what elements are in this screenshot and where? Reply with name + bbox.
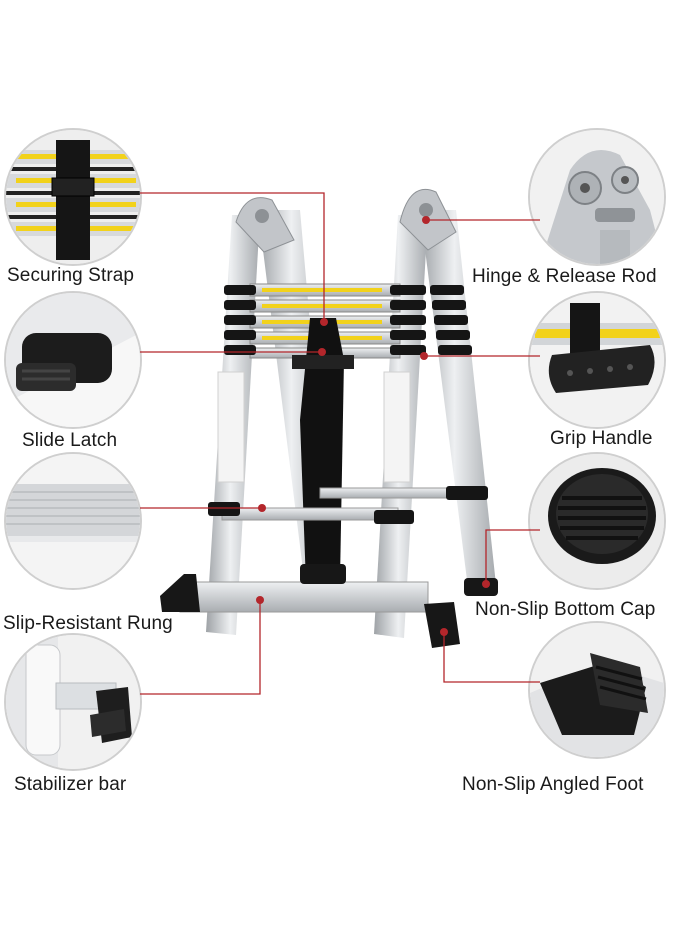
strap-buckle [292, 355, 354, 369]
grip-handle-detail-image [528, 291, 666, 429]
hinge-release-rod-label: Hinge & Release Rod [472, 266, 657, 287]
slip-resistant-rung [221, 507, 399, 521]
non-slip-angled-foot-label: Non-Slip Angled Foot [462, 774, 644, 795]
stabilizer-bar [179, 581, 429, 613]
securing-strap-label: Securing Strap [7, 265, 135, 286]
left-hinge-pivot [255, 209, 269, 223]
rung-collar-left [208, 502, 240, 516]
left-warning-label [217, 371, 245, 483]
left-foot [160, 574, 200, 612]
right-warning-label [383, 371, 411, 483]
strap-end-cap [300, 564, 346, 584]
leader-lines [140, 192, 540, 695]
right-foot [424, 602, 460, 648]
slide-latch-detail-image [4, 291, 142, 429]
hinge-release-rod-detail-image [528, 128, 666, 266]
rung-collar-right [374, 510, 414, 524]
slip-resistant-rung-detail-image [4, 452, 142, 590]
non-slip-bottom-cap-detail-image [528, 452, 666, 590]
left-hinge [235, 197, 295, 253]
back-rung-collar [446, 486, 488, 500]
back-rung [319, 487, 457, 499]
securing-strap-detail-image [4, 128, 142, 266]
slide-latch-label: Slide Latch [22, 430, 118, 451]
grip-handle-label: Grip Handle [550, 428, 653, 449]
leader-dots [256, 216, 490, 636]
back-bottom-cap [464, 578, 498, 596]
stabilizer-bar-label: Stabilizer bar [14, 774, 127, 795]
slip-resistant-rung-label: Slip-Resistant Rung [3, 613, 173, 634]
right-hinge-pivot [419, 203, 433, 217]
non-slip-bottom-cap-label: Non-Slip Bottom Cap [475, 599, 656, 620]
non-slip-angled-foot-detail-image [528, 621, 666, 759]
